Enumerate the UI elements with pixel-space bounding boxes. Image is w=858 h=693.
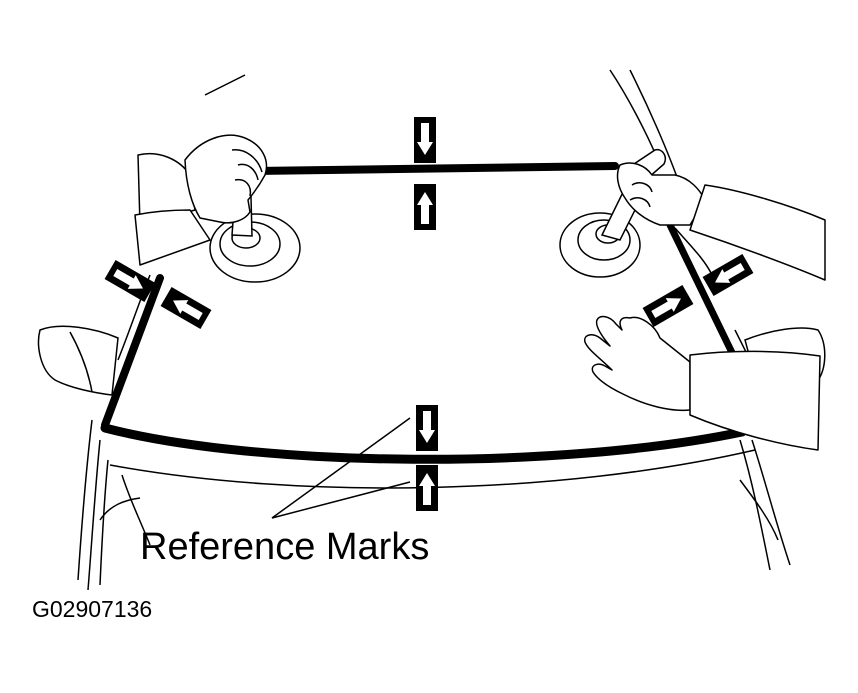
reference-leader-lines xyxy=(271,417,411,519)
reference-marks-label: Reference Marks xyxy=(140,526,430,568)
left-hand-icon xyxy=(134,134,268,266)
lower-right-hand-icon xyxy=(583,315,821,451)
reference-mark-right-inner xyxy=(642,284,694,328)
left-mirror xyxy=(37,325,119,396)
reference-mark-top-upper xyxy=(414,117,436,163)
reference-mark-left-outer xyxy=(104,259,156,303)
right-hand-icon xyxy=(616,162,826,281)
figure-code: G02907136 xyxy=(32,596,153,622)
reference-mark-top-lower xyxy=(414,184,436,230)
reference-mark-left-inner xyxy=(160,286,212,330)
reference-mark-bottom-lower xyxy=(416,465,438,511)
reference-mark-right-outer xyxy=(702,253,754,297)
reference-mark-bottom-upper xyxy=(416,405,438,451)
